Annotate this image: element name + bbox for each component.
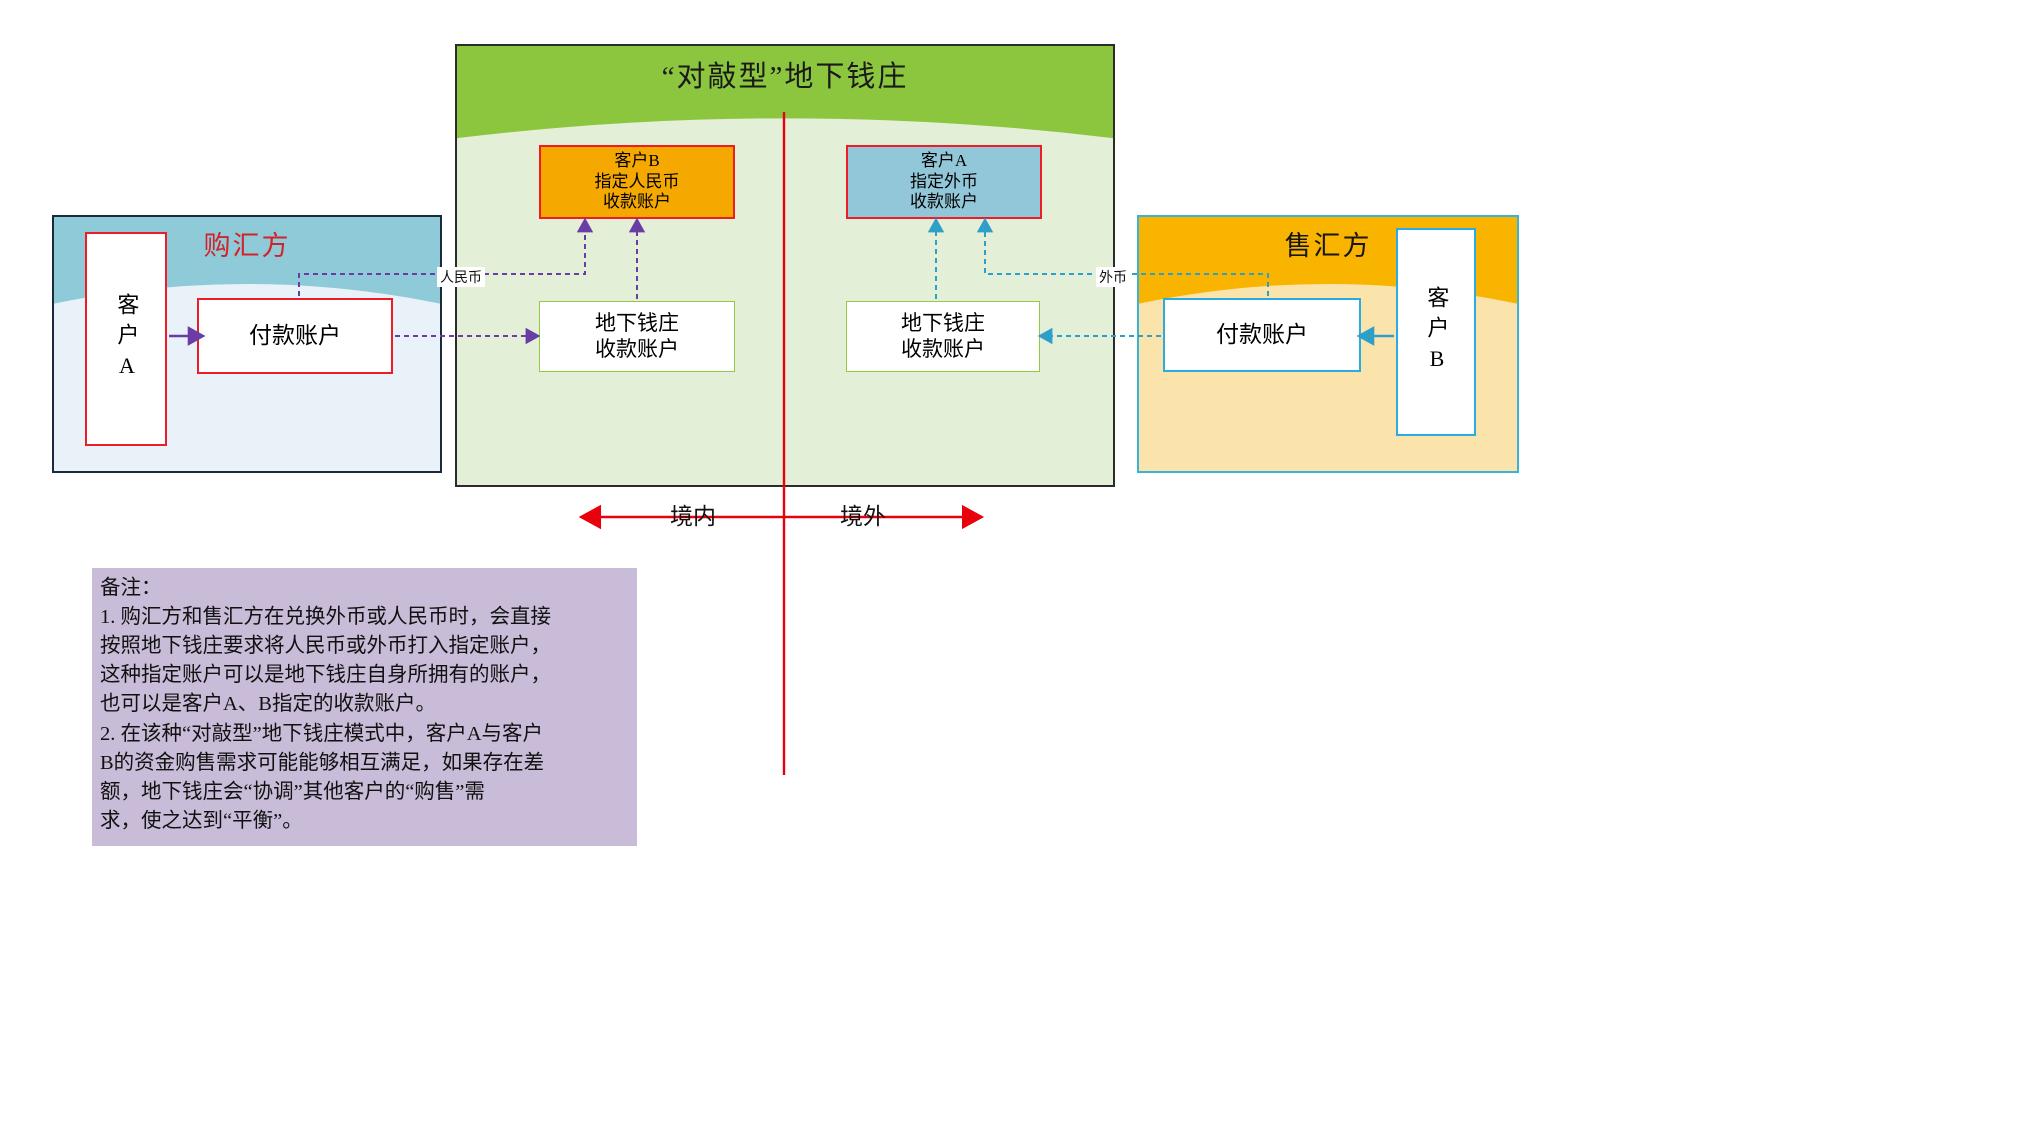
notes-heading: 备注： bbox=[100, 577, 162, 599]
box-ub-right-label: 地下钱庄 收款账户 bbox=[901, 310, 985, 361]
edge-label-foreign-currency: 外币 bbox=[1096, 267, 1130, 287]
box-designated-b-label: 客户B 指定人民币 收款账户 bbox=[594, 150, 680, 212]
note-line: 2. 在该种“对敲型”地下钱庄模式中，客户A与客户 bbox=[100, 722, 544, 745]
box-customer-a[interactable]: 客户A bbox=[85, 232, 167, 446]
note-line: 求，使之达到“平衡”。 bbox=[100, 809, 303, 832]
panel-seller-title: 售汇方 bbox=[1284, 231, 1372, 261]
note-line: 额，地下钱庄会“协调”其他客户的“购售”需 bbox=[100, 780, 485, 803]
box-payment-account-overseas[interactable]: 付款账户 bbox=[1163, 298, 1361, 372]
panel-purchaser-title: 购汇方 bbox=[203, 231, 291, 261]
panel-underground-bank-wave bbox=[457, 46, 1113, 485]
box-designated-a-label: 客户A 指定外币 收款账户 bbox=[910, 150, 978, 212]
label-overseas: 境外 bbox=[840, 504, 886, 529]
box-underground-bank-account-overseas[interactable]: 地下钱庄 收款账户 bbox=[846, 301, 1040, 372]
box-designated-rmb-account-customer-b[interactable]: 客户B 指定人民币 收款账户 bbox=[539, 145, 735, 219]
edge-label-rmb: 人民币 bbox=[437, 267, 485, 287]
box-payment-account-domestic[interactable]: 付款账户 bbox=[197, 298, 393, 374]
note-line: 1. 购汇方和售汇方在兑换外币或人民币时，会直接 bbox=[100, 606, 551, 629]
note-line: 按照地下钱庄要求将人民币或外币打入指定账户， bbox=[100, 635, 551, 658]
note-line: 这种指定账户可以是地下钱庄自身所拥有的账户， bbox=[100, 664, 551, 687]
box-customer-b[interactable]: 客户B bbox=[1396, 228, 1476, 436]
note-line: B的资金购售需求可能能够相互满足，如果存在差 bbox=[100, 751, 545, 774]
box-ub-left-label: 地下钱庄 收款账户 bbox=[595, 310, 679, 361]
note-line: 也可以是客户A、B指定的收款账户。 bbox=[100, 693, 436, 716]
panel-underground-bank-title: “对敲型”地下钱庄 bbox=[661, 61, 909, 93]
panel-underground-bank: “对敲型”地下钱庄 bbox=[455, 44, 1115, 487]
box-designated-fx-account-customer-a[interactable]: 客户A 指定外币 收款账户 bbox=[846, 145, 1042, 219]
box-underground-bank-account-domestic[interactable]: 地下钱庄 收款账户 bbox=[539, 301, 735, 372]
notes-panel: 备注： 1. 购汇方和售汇方在兑换外币或人民币时，会直接 按照地下钱庄要求将人民… bbox=[92, 568, 637, 846]
label-domestic: 境内 bbox=[670, 504, 716, 529]
